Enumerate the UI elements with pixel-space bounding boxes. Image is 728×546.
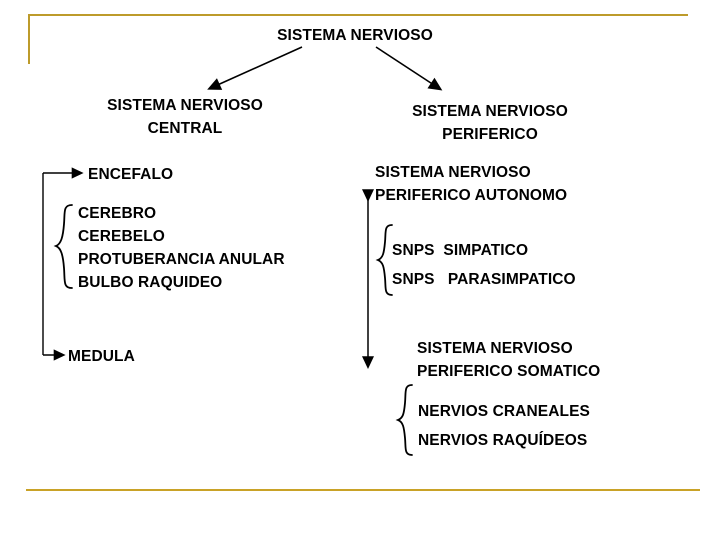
peripheral-part-somatico-label: SISTEMA NERVIOSO PERIFERICO SOMATICO [417, 340, 601, 380]
central-spine [42, 167, 84, 361]
brace-somatico [395, 384, 413, 456]
page-title: SISTEMA NERVIOSO [277, 27, 433, 44]
peripheral-part-somatico-items: NERVIOS CRANEALES NERVIOS RAQUÍDEOS [418, 403, 590, 449]
central-branch-heading: SISTEMA NERVIOSO CENTRAL [107, 97, 263, 137]
central-part-encefalo-label: ENCEFALO [88, 166, 174, 183]
brace-encefalo [53, 204, 73, 289]
peripheral-part-autonomo-label: SISTEMA NERVIOSO PERIFERICO AUTONOMO [375, 164, 568, 204]
central-part-medula-label: MEDULA [68, 348, 135, 365]
arrow-title-to-central [207, 46, 303, 90]
peripheral-branch-heading: SISTEMA NERVIOSO PERIFERICO [412, 103, 568, 143]
gold-rule-top [28, 14, 688, 16]
peripheral-part-autonomo-items: SNPS SIMPATICO SNPS PARASIMPATICO [392, 242, 576, 288]
arrow-title-to-peripheral [375, 46, 443, 91]
brace-autonomo [375, 224, 393, 296]
gold-rule-bottom [26, 489, 700, 491]
central-part-encefalo-items: CEREBRO CEREBELO PROTUBERANCIA ANULAR BU… [78, 205, 285, 291]
gold-rule-left [28, 14, 30, 64]
